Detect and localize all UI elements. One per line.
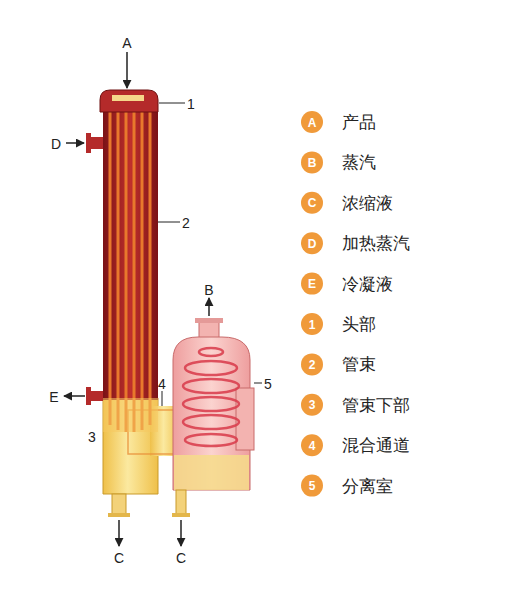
leader-line <box>159 103 185 104</box>
legend-key-circle <box>301 192 323 214</box>
legend-key-circle <box>301 151 323 173</box>
swirl <box>183 348 239 446</box>
callout-number: 1 <box>187 97 195 111</box>
legend-key: 4 <box>309 440 316 452</box>
head <box>100 90 158 112</box>
separator-outlet <box>176 490 186 516</box>
stream-letter: A <box>122 36 131 50</box>
condensate-nozzle <box>90 391 103 401</box>
swirl-ring <box>185 361 237 375</box>
tube <box>109 100 112 425</box>
legend-text: 浓缩液 <box>342 194 393 211</box>
legend-key-circle <box>301 475 323 497</box>
concentrate-arrow <box>180 520 182 546</box>
outlet-flange <box>108 513 130 517</box>
legend-key-circle <box>301 394 323 416</box>
vapour-arrow <box>208 298 210 316</box>
tube <box>133 100 136 432</box>
separator-inlet-box <box>236 388 254 450</box>
leader-line <box>158 222 180 223</box>
legend-key-circle <box>301 313 323 335</box>
separator-outlet-flange <box>172 513 190 517</box>
legend-text: 产品 <box>342 114 376 131</box>
legend-key-circles <box>301 111 323 497</box>
steam-nozzle <box>90 137 103 149</box>
legend-key: E <box>308 278 316 290</box>
callout-number: 2 <box>182 216 190 230</box>
tube <box>117 100 120 430</box>
legend-key: B <box>308 157 317 169</box>
vapour-flange <box>195 318 223 323</box>
stream-letter: E <box>49 390 58 404</box>
callout-number: 4 <box>158 377 166 391</box>
separator-liquid <box>174 455 249 490</box>
feed-arrow <box>126 52 128 88</box>
stream-letter: D <box>51 137 61 151</box>
concentrate-arrow <box>118 520 120 546</box>
legend-text: 分离室 <box>342 477 393 494</box>
swirl-ring <box>199 348 223 356</box>
legend-text: 冷凝液 <box>342 275 393 292</box>
tubes <box>110 100 150 432</box>
legend-key: 5 <box>309 480 316 492</box>
legend-text: 管束 <box>342 356 376 373</box>
tube-bundle-lower-part <box>103 398 158 494</box>
stream-letter: C <box>176 551 186 565</box>
legend-key: 1 <box>309 319 316 331</box>
callout-number: 3 <box>88 430 96 444</box>
leader-line <box>162 391 163 406</box>
legend-key: 2 <box>309 359 316 371</box>
legend-text: 蒸汽 <box>342 154 376 171</box>
leader-line <box>254 383 262 384</box>
tube-exit-glow <box>103 398 158 432</box>
callout-number: 5 <box>264 377 272 391</box>
condensate-flange <box>86 387 91 405</box>
legend-key: A <box>308 117 317 129</box>
legend-key-circle <box>301 273 323 295</box>
swirl-ring <box>183 379 239 393</box>
condensate-arrow <box>64 395 85 397</box>
tube <box>149 100 152 425</box>
swirl-ring <box>185 434 237 446</box>
legend-text: 头部 <box>342 316 376 333</box>
tube <box>125 100 128 432</box>
legend-text: 加热蒸汽 <box>342 235 410 252</box>
legend-key-circle <box>301 232 323 254</box>
heating-steam-arrow <box>66 142 84 144</box>
tube <box>141 100 144 430</box>
legend-text: 混合通道 <box>342 437 410 454</box>
legend-key-circle <box>301 353 323 375</box>
swirl-ring <box>183 397 239 411</box>
legend-key: C <box>308 197 317 209</box>
outlet-pipe <box>112 494 126 516</box>
legend-key-circle <box>301 111 323 133</box>
steam-flange <box>86 133 91 153</box>
legend-key: 3 <box>309 399 316 411</box>
legend-key-circle <box>301 434 323 456</box>
stream-letter: B <box>204 283 213 297</box>
legend-text: 管束下部 <box>342 396 410 413</box>
stream-letter: C <box>114 551 124 565</box>
swirl-ring <box>183 415 239 429</box>
distributor-plate <box>112 95 144 101</box>
legend-key: D <box>308 238 317 250</box>
